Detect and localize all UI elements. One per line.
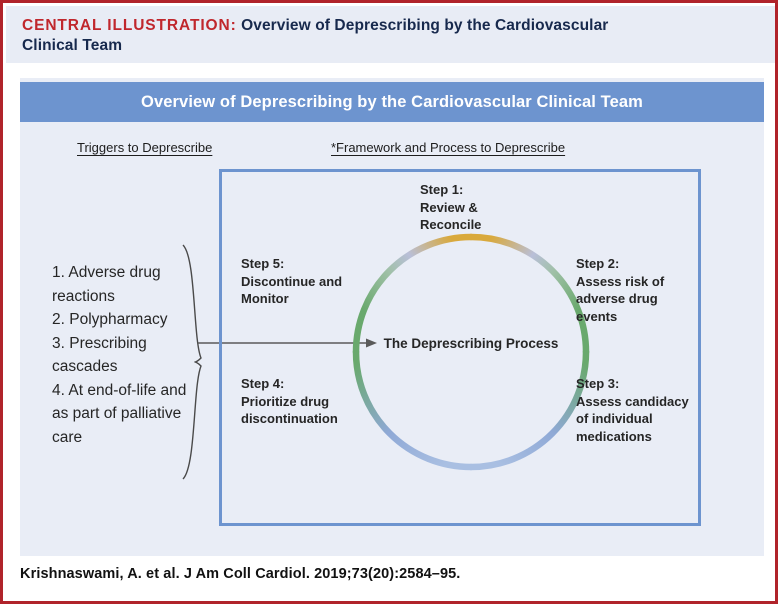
step-2-number: Step 2: [576,256,620,271]
step-5-text: Discontinue and Monitor [241,273,343,307]
step-3-text: Assess candidacy of individual medicatio… [576,393,689,444]
triggers-list: 1. Adverse drug reactions 2. Polypharmac… [52,261,197,449]
trigger-item: 4. At end-of-life and as part of palliat… [52,381,187,446]
flow-arrow-icon [198,336,378,355]
step-1-text: Review & Reconcile [420,199,482,233]
trigger-item: 1. Adverse drug reactions [52,264,161,305]
step-3-number: Step 3: [576,376,620,391]
step-3-label: Step 3: Assess candidacy of individual m… [576,375,704,445]
figure-title-line-2: Clinical Team [22,37,123,54]
step-4-number: Step 4: [241,376,285,391]
step-2-label: Step 2: Assess risk of adverse drug even… [576,255,698,325]
step-1-label: Step 1: Review & Reconcile [420,181,530,234]
step-2-text: Assess risk of adverse drug events [576,273,665,324]
panel-banner-title: Overview of Deprescribing by the Cardiov… [20,82,764,122]
central-illustration-label: CENTRAL ILLUSTRATION: [22,17,237,34]
column-heading-triggers: Triggers to Deprescribe [77,140,213,155]
figure-title-band: CENTRAL ILLUSTRATION: Overview of Depres… [6,6,775,63]
column-heading-framework: *Framework and Process to Deprescribe [331,140,566,155]
step-1-number: Step 1: [420,182,464,197]
figure-title-line-1: CENTRAL ILLUSTRATION: Overview of Depres… [22,16,764,36]
step-5-label: Step 5: Discontinue and Monitor [241,255,351,308]
step-5-number: Step 5: [241,256,285,271]
trigger-item: 2. Polypharmacy [52,311,168,328]
step-4-label: Step 4: Prioritize drug discontinuation [241,375,363,428]
illustration-panel: Overview of Deprescribing by the Cardiov… [20,78,764,556]
figure-title-text-part1: Overview of Deprescribing by the Cardiov… [241,17,609,34]
trigger-item: 3. Prescribing cascades [52,334,147,376]
citation-text: Krishnaswami, A. et al. J Am Coll Cardio… [20,566,461,582]
brace-bracket [180,242,210,487]
process-center-label: The Deprescribing Process [383,336,559,351]
step-4-text: Prioritize drug discontinuation [241,393,338,427]
deprescribing-process-ring [351,232,591,472]
framework-box [219,169,701,526]
